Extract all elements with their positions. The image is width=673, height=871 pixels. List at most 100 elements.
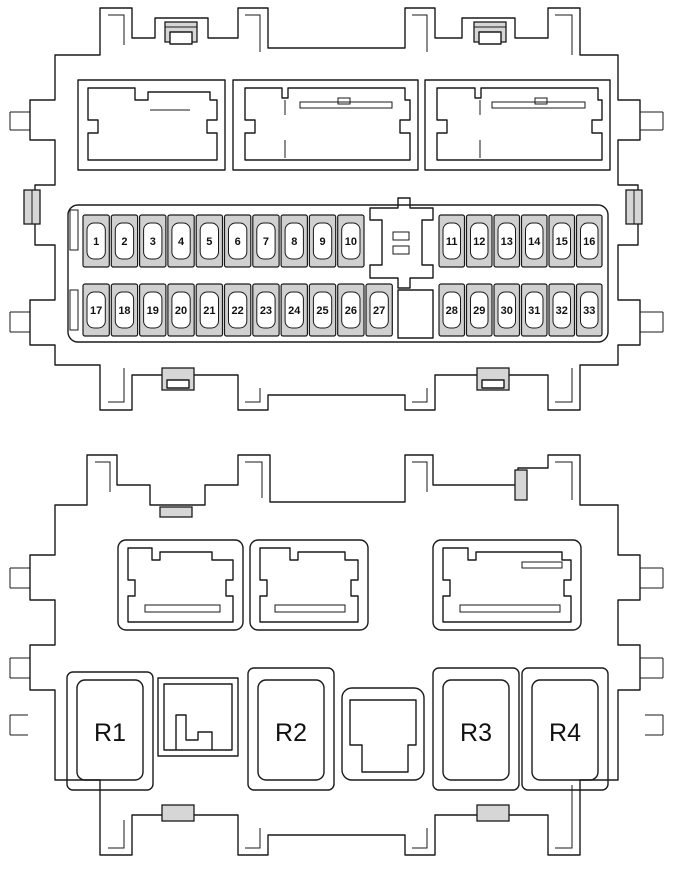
fuse-9: 9: [308, 214, 337, 268]
fuse-16: 16: [575, 214, 603, 268]
lower-connector-left: [117, 539, 244, 631]
upper-connector-left: [77, 79, 226, 171]
fuse-number: 1: [93, 236, 99, 248]
lower-connector-right: [432, 539, 582, 631]
fuse-11: 11: [438, 214, 466, 268]
fuse-row-1-right: 11 12 13 14 15 16: [438, 214, 603, 268]
relay-slot-r3: R3: [432, 667, 520, 791]
fuse-10: 10: [337, 214, 365, 268]
fuse-window: [86, 222, 106, 260]
relay-slot-r1: R1: [66, 671, 154, 791]
fuse-row-2-left: 17 18 19 20 21 22 23 24 25 26 27: [82, 283, 393, 337]
fuse-window: [552, 291, 571, 329]
fuse-number: 20: [175, 305, 187, 317]
fuse-panel-frame: [67, 204, 609, 343]
fuse-number: 22: [232, 305, 244, 317]
fuse-21: 21: [195, 283, 224, 337]
fuse-number: 18: [118, 305, 130, 317]
fuse-window: [369, 291, 389, 329]
fuse-number: 31: [528, 305, 540, 317]
fuse-window: [552, 222, 571, 260]
fuse-number: 28: [446, 305, 458, 317]
fuse-window: [525, 291, 544, 329]
bottom-clip-right: [476, 367, 510, 391]
relay-label-r3: R3: [460, 719, 492, 747]
fuse-window: [442, 291, 461, 329]
fuse-number: 5: [206, 236, 212, 248]
fuse-window: [171, 291, 191, 329]
side-clip-left: [23, 189, 41, 225]
fuse-6: 6: [223, 214, 252, 268]
fuse-12: 12: [465, 214, 493, 268]
fuse-number: 11: [446, 236, 458, 248]
fuse-number: 4: [178, 236, 185, 248]
fuse-number: 26: [345, 305, 357, 317]
fuse-number: 19: [147, 305, 159, 317]
fuse-window: [143, 291, 163, 329]
top-clip-left: [164, 21, 198, 45]
fuse-28: 28: [438, 283, 466, 337]
fuse-4: 4: [167, 214, 195, 268]
fuse-window: [199, 222, 219, 260]
empty-socket-middle: [341, 687, 425, 781]
fuse-window: [284, 222, 304, 260]
fuse-window: [86, 291, 106, 329]
fuse-number: 32: [556, 305, 568, 317]
fuse-13: 13: [493, 214, 521, 268]
fuse-33: 33: [575, 283, 603, 337]
fuse-number: 33: [583, 305, 595, 317]
fuse-number: 9: [319, 236, 325, 248]
fuse-number: 12: [473, 236, 485, 248]
upper-housing-outline: [29, 7, 641, 411]
fuse-number: 16: [583, 236, 595, 248]
fuse-1: 1: [82, 214, 110, 268]
fuse-window: [228, 222, 248, 260]
fuse-window: [114, 291, 135, 329]
fuse-window: [256, 222, 276, 260]
fuse-20: 20: [167, 283, 195, 337]
fuse-number: 6: [235, 236, 241, 248]
fuse-2: 2: [110, 214, 139, 268]
fuse-number: 23: [260, 305, 272, 317]
fuse-number: 27: [373, 305, 385, 317]
fuse-window: [312, 222, 333, 260]
fuse-26: 26: [337, 283, 365, 337]
fuse-window: [228, 291, 248, 329]
fuse-14: 14: [520, 214, 548, 268]
fuse-18: 18: [110, 283, 139, 337]
fuse-number: 17: [90, 305, 102, 317]
lower-connector-middle: [249, 539, 369, 631]
fuse-32: 32: [548, 283, 576, 337]
fuse-25: 25: [308, 283, 337, 337]
top-clip-right: [473, 21, 507, 45]
fuse-row-2-right: 28 29 30 31 32 33: [438, 283, 603, 337]
relay-slot-r2: R2: [247, 667, 335, 791]
fuse-22: 22: [223, 283, 252, 337]
fuse-window: [580, 222, 599, 260]
fuse-window: [256, 291, 276, 329]
fuse-23: 23: [252, 283, 280, 337]
fuse-window: [341, 291, 361, 329]
empty-socket-left: [157, 677, 239, 757]
fuse-number: 2: [121, 236, 127, 248]
fuse-number: 10: [345, 236, 357, 248]
upper-connector-right: [424, 79, 611, 171]
fuse-19: 19: [139, 283, 167, 337]
fuse-27: 27: [365, 283, 393, 337]
fuse-number: 3: [150, 236, 156, 248]
fuse-number: 7: [263, 236, 269, 248]
fuse-number: 15: [556, 236, 568, 248]
fuse-29: 29: [465, 283, 493, 337]
fuse-window: [114, 222, 135, 260]
fuse-number: 21: [203, 305, 215, 317]
relay-slot-r4: R4: [521, 667, 609, 791]
relay-label-r2: R2: [275, 719, 307, 747]
fuse-15: 15: [548, 214, 576, 268]
fuse-24: 24: [280, 283, 309, 337]
fuse-number: 24: [288, 305, 301, 317]
fuse-window: [580, 291, 599, 329]
fuse-number: 13: [501, 236, 513, 248]
fuse-number: 30: [501, 305, 513, 317]
